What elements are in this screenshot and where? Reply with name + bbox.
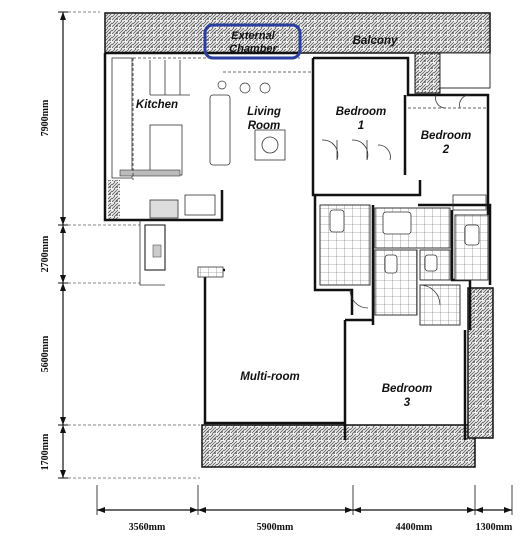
kitchen-label: Kitchen: [136, 99, 178, 111]
interior-details: [111, 57, 488, 286]
kitchen-wall-hatch: [108, 180, 120, 220]
external-chamber-label-line1: External: [231, 30, 275, 42]
multi-room-label: Multi-room: [240, 371, 299, 383]
bottom-terrace-hatch: [201, 424, 476, 468]
vertical-dimension-line: [58, 11, 200, 479]
dim-horizontal-4: 1300mm: [476, 522, 513, 533]
bedroom2-label-line2: 2: [442, 144, 450, 156]
bedroom1-label-line1: Bedroom: [336, 106, 386, 118]
horizontal-dimension-line: [96, 485, 513, 515]
dim-vertical-3: 5600mm: [40, 335, 51, 372]
dim-horizontal-3: 4400mm: [396, 522, 433, 533]
exterior-walls: [103, 51, 492, 440]
bathroom-tiles: [319, 204, 489, 326]
side-terrace-hatch: [467, 287, 494, 439]
living-room-label-line2: Room: [248, 120, 281, 132]
dim-vertical-1: 7900mm: [40, 99, 51, 136]
balcony-hatch: [104, 12, 491, 94]
bedroom1-label-line2: 1: [358, 120, 364, 132]
bedroom2-label-line1: Bedroom: [421, 130, 471, 142]
living-room-label-line1: Living: [247, 106, 281, 118]
balcony-label: Balcony: [353, 35, 398, 47]
dim-vertical-4: 1700mm: [40, 433, 51, 470]
external-chamber-highlight: [203, 23, 302, 60]
external-chamber-label-line2: Chamber: [229, 43, 277, 55]
room-labels: External Chamber Balcony Kitchen Living …: [136, 30, 471, 409]
dim-vertical-2: 2700mm: [40, 235, 51, 272]
bedroom3-label-line1: Bedroom: [382, 383, 432, 395]
dim-horizontal-2: 5900mm: [257, 522, 294, 533]
bedroom3-label-line2: 3: [404, 397, 411, 409]
dim-horizontal-1: 3560mm: [129, 522, 166, 533]
